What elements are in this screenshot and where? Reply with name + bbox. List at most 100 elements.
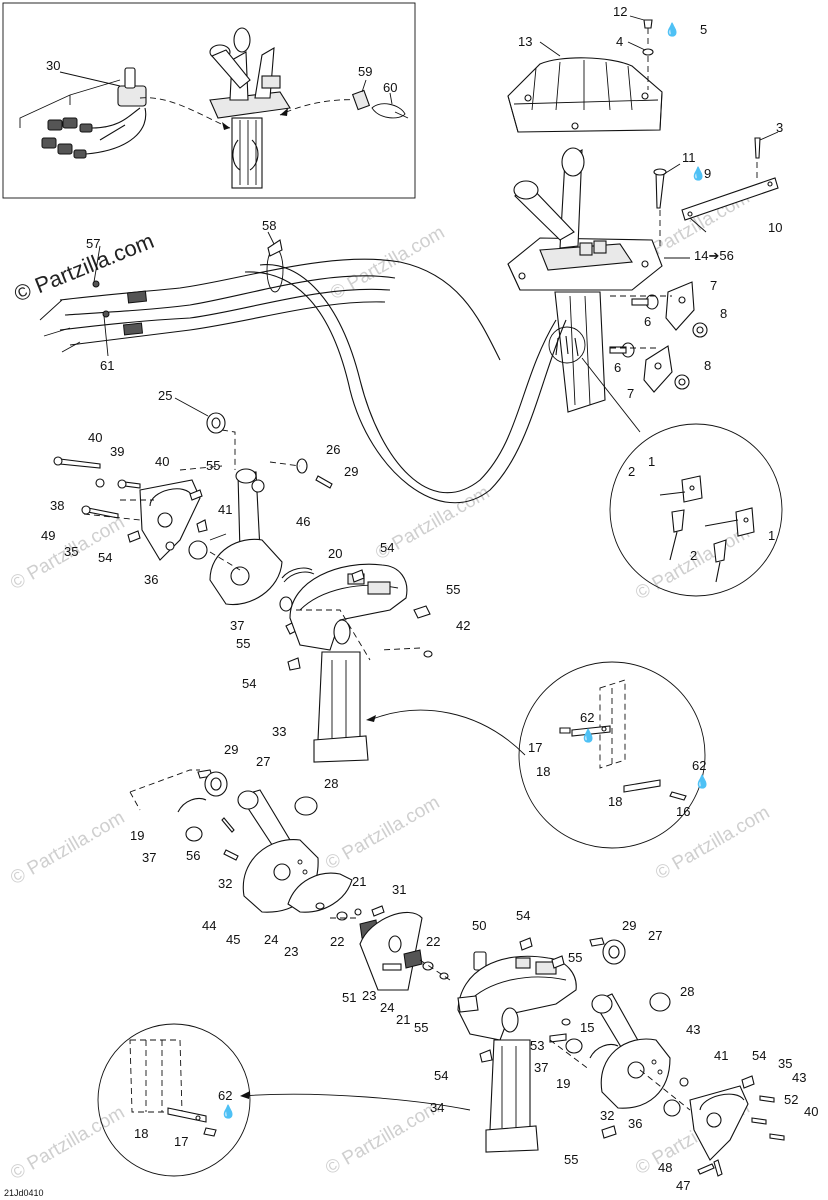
callout-54f: 54	[434, 1068, 448, 1083]
callout-54b: 54	[380, 540, 394, 555]
callout-56: 56	[186, 848, 200, 863]
callout-62a-drop: 💧	[580, 728, 596, 743]
port-lever-group	[129, 769, 451, 991]
callout-54e: 54	[752, 1048, 766, 1063]
callout-31: 31	[392, 882, 406, 897]
callout-54a: 54	[98, 550, 112, 565]
callout-52: 52	[784, 1092, 798, 1107]
callout-37a: 37	[230, 618, 244, 633]
callout-55f: 55	[564, 1152, 578, 1167]
detail-bracket-mount-lower	[97, 1023, 251, 1177]
callout-55e: 55	[568, 950, 582, 965]
callout-10: 10	[768, 220, 782, 235]
callout-62a: 62	[580, 710, 594, 725]
callout-3: 3	[776, 120, 783, 135]
callout-41b: 41	[714, 1048, 728, 1063]
callout-55b: 55	[446, 582, 460, 597]
callout-51: 51	[342, 990, 356, 1005]
callout-53: 53	[530, 1038, 544, 1053]
callout-40a: 40	[88, 430, 102, 445]
callout-62b: 62	[692, 758, 706, 773]
callout-19b: 19	[556, 1076, 570, 1091]
callout-24b: 24	[380, 1000, 394, 1015]
callout-12: 12	[613, 4, 627, 19]
callout-49: 49	[41, 528, 55, 543]
callout-19a: 19	[130, 828, 144, 843]
callout-45: 45	[226, 932, 240, 947]
callout-50: 50	[472, 918, 486, 933]
callout-18a: 18	[536, 764, 550, 779]
callout-55a: 55	[206, 458, 220, 473]
callout-39: 39	[110, 444, 124, 459]
callout-29a: 29	[344, 464, 358, 479]
callout-59: 59	[358, 64, 372, 79]
callout-60: 60	[383, 80, 397, 95]
callout-32a: 32	[218, 876, 232, 891]
callout-55d: 55	[414, 1020, 428, 1035]
callout-17a: 17	[528, 740, 542, 755]
callout-2b: 2	[690, 548, 697, 563]
callout-23b: 23	[362, 988, 376, 1003]
inset-kit-overview	[2, 2, 416, 199]
callout-13: 13	[518, 34, 532, 49]
callout-36a: 36	[144, 572, 158, 587]
callout-1b: 1	[768, 528, 775, 543]
callout-7b: 7	[627, 386, 634, 401]
callout-labels: 30 59 60 12 💧 5 4 13 3 11 💧 9 10 14➔56 7…	[4, 4, 818, 1198]
watermark-layer: © Partzilla.com © Partzilla.com © Partzi…	[7, 187, 773, 1184]
callout-17b: 17	[174, 1134, 188, 1149]
detail-switch-plates	[609, 423, 783, 597]
leader-lines	[59, 15, 779, 541]
callout-21a: 21	[352, 874, 366, 889]
callout-7a: 7	[710, 278, 717, 293]
callout-18c: 18	[134, 1126, 148, 1141]
callout-37c: 37	[534, 1060, 548, 1075]
callout-14: 14➔56	[694, 248, 734, 263]
callout-26: 26	[326, 442, 340, 457]
callout-62c: 62	[218, 1088, 232, 1103]
callout-34: 34	[430, 1100, 444, 1115]
callout-58: 58	[262, 218, 276, 233]
callout-9: 9	[704, 166, 711, 181]
console-assembly	[244, 19, 779, 504]
callout-40c: 40	[804, 1104, 818, 1119]
callout-54d: 54	[516, 908, 530, 923]
callout-9-drop: 💧	[690, 166, 706, 181]
callout-11: 11	[682, 150, 696, 165]
callout-6b: 6	[614, 360, 621, 375]
callout-61: 61	[100, 358, 114, 373]
callout-8b: 8	[704, 358, 711, 373]
callout-27b: 27	[648, 928, 662, 943]
callout-28a: 28	[324, 776, 338, 791]
callout-48: 48	[658, 1160, 672, 1175]
callout-5: 5	[700, 22, 707, 37]
watermark: © Partzilla.com	[327, 222, 448, 304]
callout-41a: 41	[218, 502, 232, 517]
callout-22b: 22	[426, 934, 440, 949]
callout-57: 57	[86, 236, 100, 251]
watermark: © Partzilla.com	[7, 807, 128, 889]
watermark: © Partzilla.com	[322, 792, 443, 874]
callout-36b: 36	[628, 1116, 642, 1131]
callout-22a: 22	[330, 934, 344, 949]
callout-43b: 43	[792, 1070, 806, 1085]
watermark: © Partzilla.com	[632, 522, 753, 604]
callout-28b: 28	[680, 984, 694, 999]
callout-21b: 21	[396, 1012, 410, 1027]
callout-29c: 29	[622, 918, 636, 933]
callout-55c: 55	[236, 636, 250, 651]
watermark: © Partzilla.com	[652, 802, 773, 884]
callout-35a: 35	[64, 544, 78, 559]
callout-27a: 27	[256, 754, 270, 769]
figure-code: 21Jd0410	[4, 1188, 44, 1198]
callout-35b: 35	[778, 1056, 792, 1071]
callout-54c: 54	[242, 676, 256, 691]
callout-6a: 6	[644, 314, 651, 329]
callout-62c-drop: 💧	[220, 1104, 236, 1119]
watermark: © Partzilla.com	[7, 1102, 128, 1184]
callout-24a: 24	[264, 932, 278, 947]
callout-32b: 32	[600, 1108, 614, 1123]
callout-18b: 18	[608, 794, 622, 809]
callout-40b: 40	[155, 454, 169, 469]
callout-16: 16	[676, 804, 690, 819]
